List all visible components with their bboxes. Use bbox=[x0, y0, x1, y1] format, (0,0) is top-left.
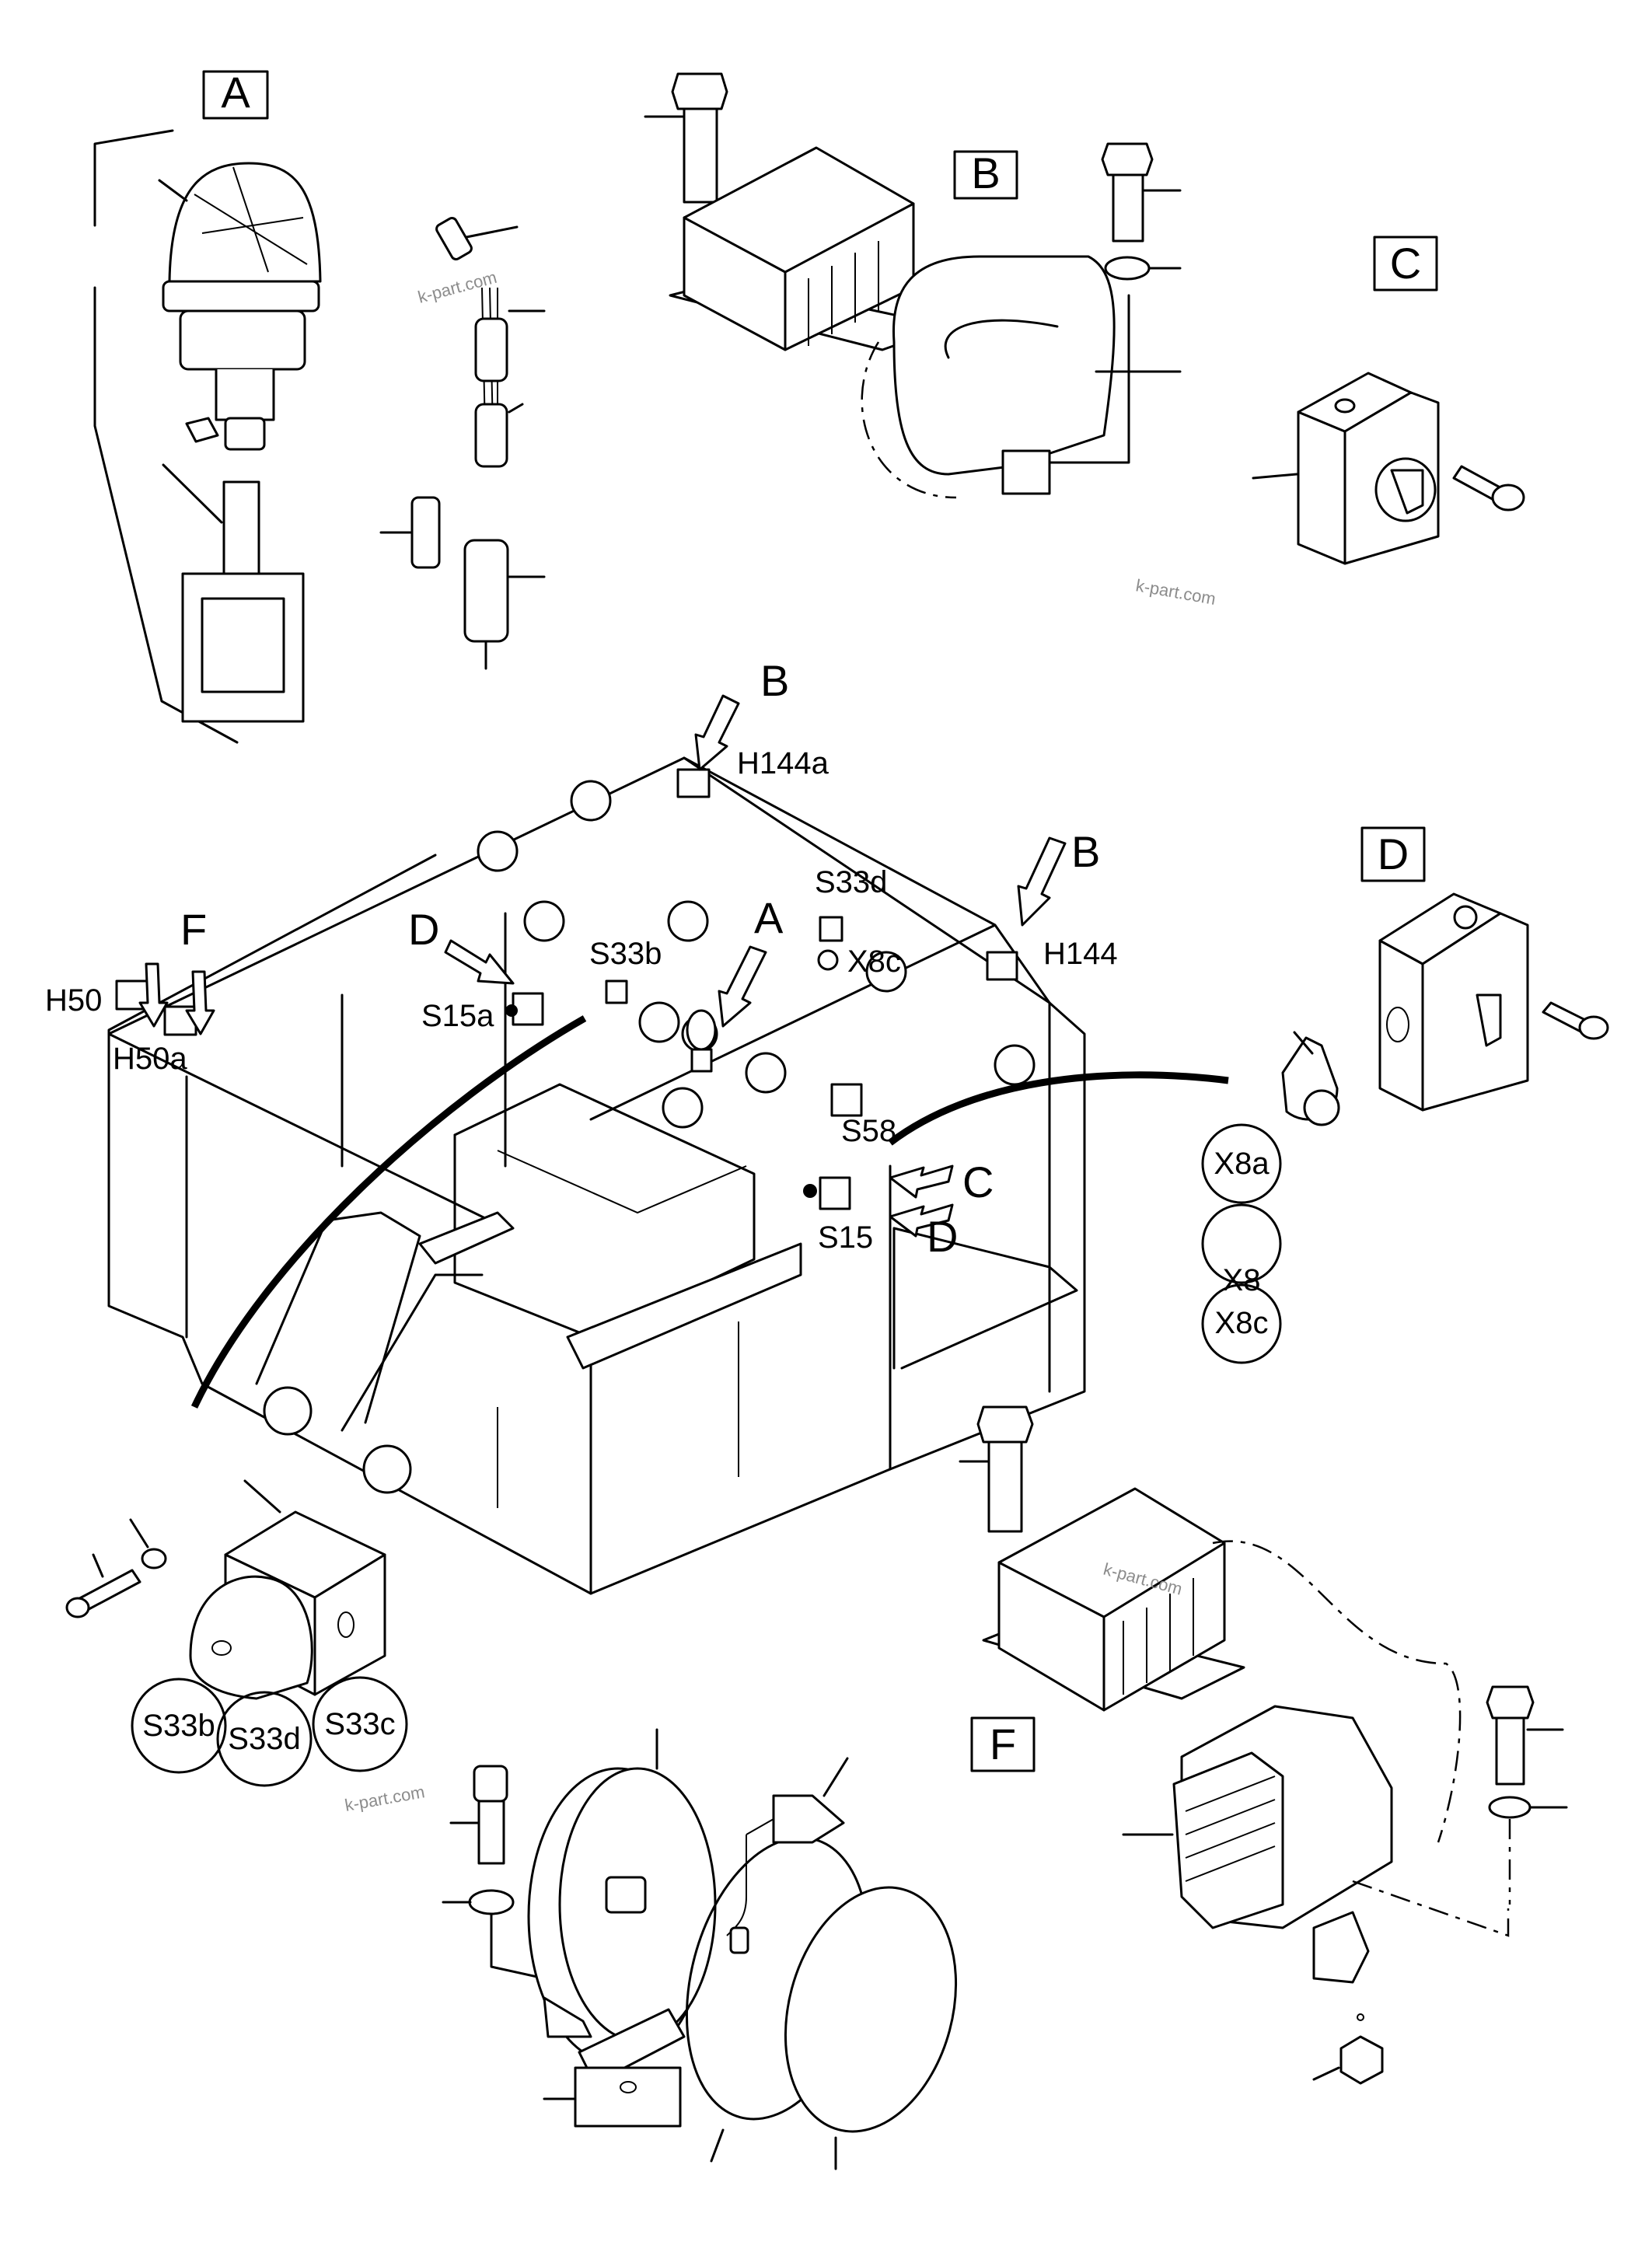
relay-box-f bbox=[997, 1487, 1226, 1712]
cable-assembly bbox=[379, 217, 546, 670]
x8-label: X8 bbox=[1223, 1263, 1261, 1297]
view-d-letter: D bbox=[1378, 829, 1409, 878]
arrow-letter-b-top: B bbox=[760, 656, 789, 705]
label-s33d: S33d bbox=[815, 865, 887, 899]
s33-label: S33d bbox=[228, 1722, 300, 1756]
view-a-letter: A bbox=[221, 68, 250, 117]
view-b-letter: B bbox=[971, 148, 1000, 197]
pointer-arrows bbox=[138, 694, 1067, 1238]
main-cab-group bbox=[107, 756, 1229, 1595]
x8-circle bbox=[1201, 1203, 1282, 1284]
horn bbox=[892, 255, 1116, 476]
s33-button-group: S33b S33d S33c bbox=[65, 1479, 408, 1787]
label-s15a: S15a bbox=[421, 999, 494, 1033]
watermark: k-part.com bbox=[1134, 575, 1217, 609]
s33-label: S33b bbox=[142, 1709, 215, 1743]
s33-circle bbox=[312, 1676, 408, 1772]
label-h50a: H50a bbox=[113, 1042, 187, 1076]
switch-body-d bbox=[1421, 912, 1529, 1112]
push-button-cap bbox=[189, 1575, 313, 1700]
view-a-beacon-group: A bbox=[93, 68, 322, 744]
view-f-letter: F bbox=[990, 1720, 1016, 1768]
label-h144a: H144a bbox=[737, 746, 829, 780]
arrow-letter-d-left: D bbox=[408, 905, 439, 954]
label-h144: H144 bbox=[1043, 937, 1118, 971]
x8-label: X8c bbox=[1215, 1306, 1269, 1340]
beacon-socket bbox=[181, 572, 305, 723]
lamp-lens bbox=[784, 1886, 958, 2133]
watermark: k-part.com bbox=[344, 1782, 427, 1815]
label-s15: S15 bbox=[818, 1220, 873, 1255]
view-f-lamp-group: F bbox=[959, 1405, 1568, 2085]
cable-arc-left bbox=[190, 1015, 587, 1409]
plug-connector bbox=[463, 539, 509, 643]
nut bbox=[1339, 2035, 1384, 2085]
view-b-horn-group: B bbox=[644, 72, 1182, 499]
beacon-dome bbox=[168, 162, 322, 283]
view-a-box bbox=[202, 70, 269, 120]
bolt bbox=[683, 107, 718, 204]
label-s33b: S33b bbox=[589, 937, 662, 971]
s33-circle bbox=[216, 1691, 313, 1787]
label-s58: S58 bbox=[841, 1114, 896, 1148]
watermark: k-part.com bbox=[416, 267, 499, 307]
view-c-letter: C bbox=[1390, 239, 1421, 288]
arrow-letter-c: C bbox=[962, 1157, 994, 1206]
cable-arc-right bbox=[888, 1071, 1229, 1146]
x8-group: X8a X8 X8c bbox=[1201, 1031, 1340, 1364]
arrow-letter-f: F bbox=[180, 905, 207, 954]
bulb bbox=[772, 1794, 845, 1844]
s33-label: S33c bbox=[324, 1707, 395, 1741]
arrow-letter-b-right: B bbox=[1071, 827, 1100, 876]
view-c-switch-group: C bbox=[1252, 236, 1525, 565]
x8-label: X8a bbox=[1214, 1147, 1270, 1181]
round-lamp-group bbox=[442, 1728, 958, 2170]
x8-circle bbox=[1201, 1123, 1282, 1204]
arrow-letter-d-bottom: D bbox=[927, 1212, 958, 1261]
label-x8c: X8c bbox=[847, 944, 901, 979]
s33-circle bbox=[131, 1678, 227, 1774]
view-d-switch-group: D bbox=[1360, 826, 1609, 1112]
arrow-letter-a: A bbox=[754, 893, 784, 942]
x8-circle bbox=[1201, 1283, 1282, 1364]
label-h50: H50 bbox=[45, 983, 102, 1018]
